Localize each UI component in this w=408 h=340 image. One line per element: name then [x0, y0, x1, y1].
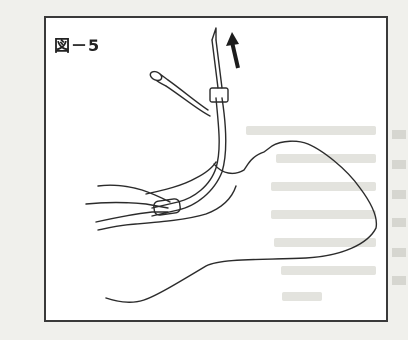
intubation-diagram	[46, 18, 386, 320]
figure-label: 図－5	[54, 32, 100, 56]
bronchus-lower	[96, 212, 168, 222]
bronchus-upper	[98, 185, 170, 202]
stylet-tip	[212, 28, 216, 40]
head-profile	[106, 141, 376, 302]
pilot-line-inner	[166, 86, 210, 116]
faded-reverse-text	[246, 126, 376, 301]
stylet-wire	[212, 40, 222, 88]
pilot-line	[168, 80, 208, 110]
pilot-balloon	[149, 70, 163, 82]
pull-direction-arrow	[226, 32, 239, 68]
tongue-curve	[146, 162, 216, 194]
tube-connector	[210, 88, 228, 102]
figure-frame: 図－5	[44, 16, 388, 322]
